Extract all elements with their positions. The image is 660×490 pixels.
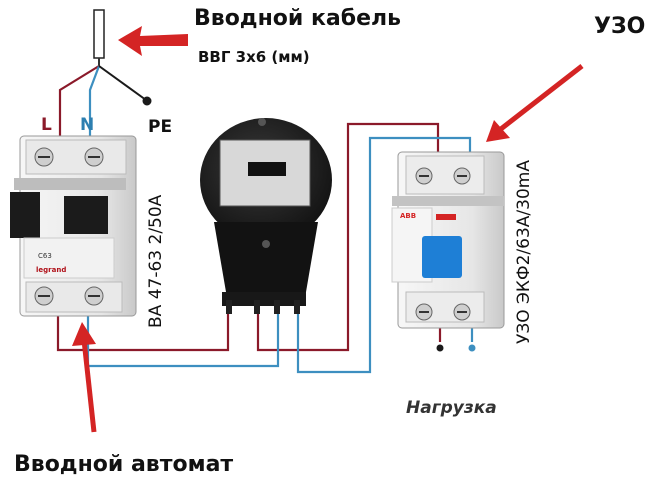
load-label: Нагрузка [406,398,497,418]
pe-wire [98,65,152,106]
rcd-brand-text: ABB [400,212,417,220]
load-terminals [436,344,476,352]
input-cable [93,9,105,66]
phase-wires [56,65,442,352]
rcd-rating-label: УЗО ЭКФ2/63А/30mA [514,160,534,344]
cable-type-label: ВВГ 3х6 (мм) [198,48,310,66]
terminal-n-label: N [80,115,95,135]
rcd-label: УЗО [594,14,646,39]
input-breaker [10,135,137,317]
arrow-input-cable [118,26,188,56]
input-cable-label: Вводной кабель [194,6,402,31]
breaker-brand-text: legrand [36,266,67,274]
rcd-device [391,151,505,329]
input-breaker-label: Вводной автомат [14,452,234,477]
terminal-l-label: L [41,115,52,135]
electricity-meter [200,118,332,314]
breaker-model-text: C63 [38,252,52,260]
terminal-pe-label: PE [148,117,173,137]
breaker-rating-label: ВА 47-63 2/50А [146,194,166,328]
arrow-rcd [486,64,584,142]
arrow-input-breaker [72,322,97,433]
